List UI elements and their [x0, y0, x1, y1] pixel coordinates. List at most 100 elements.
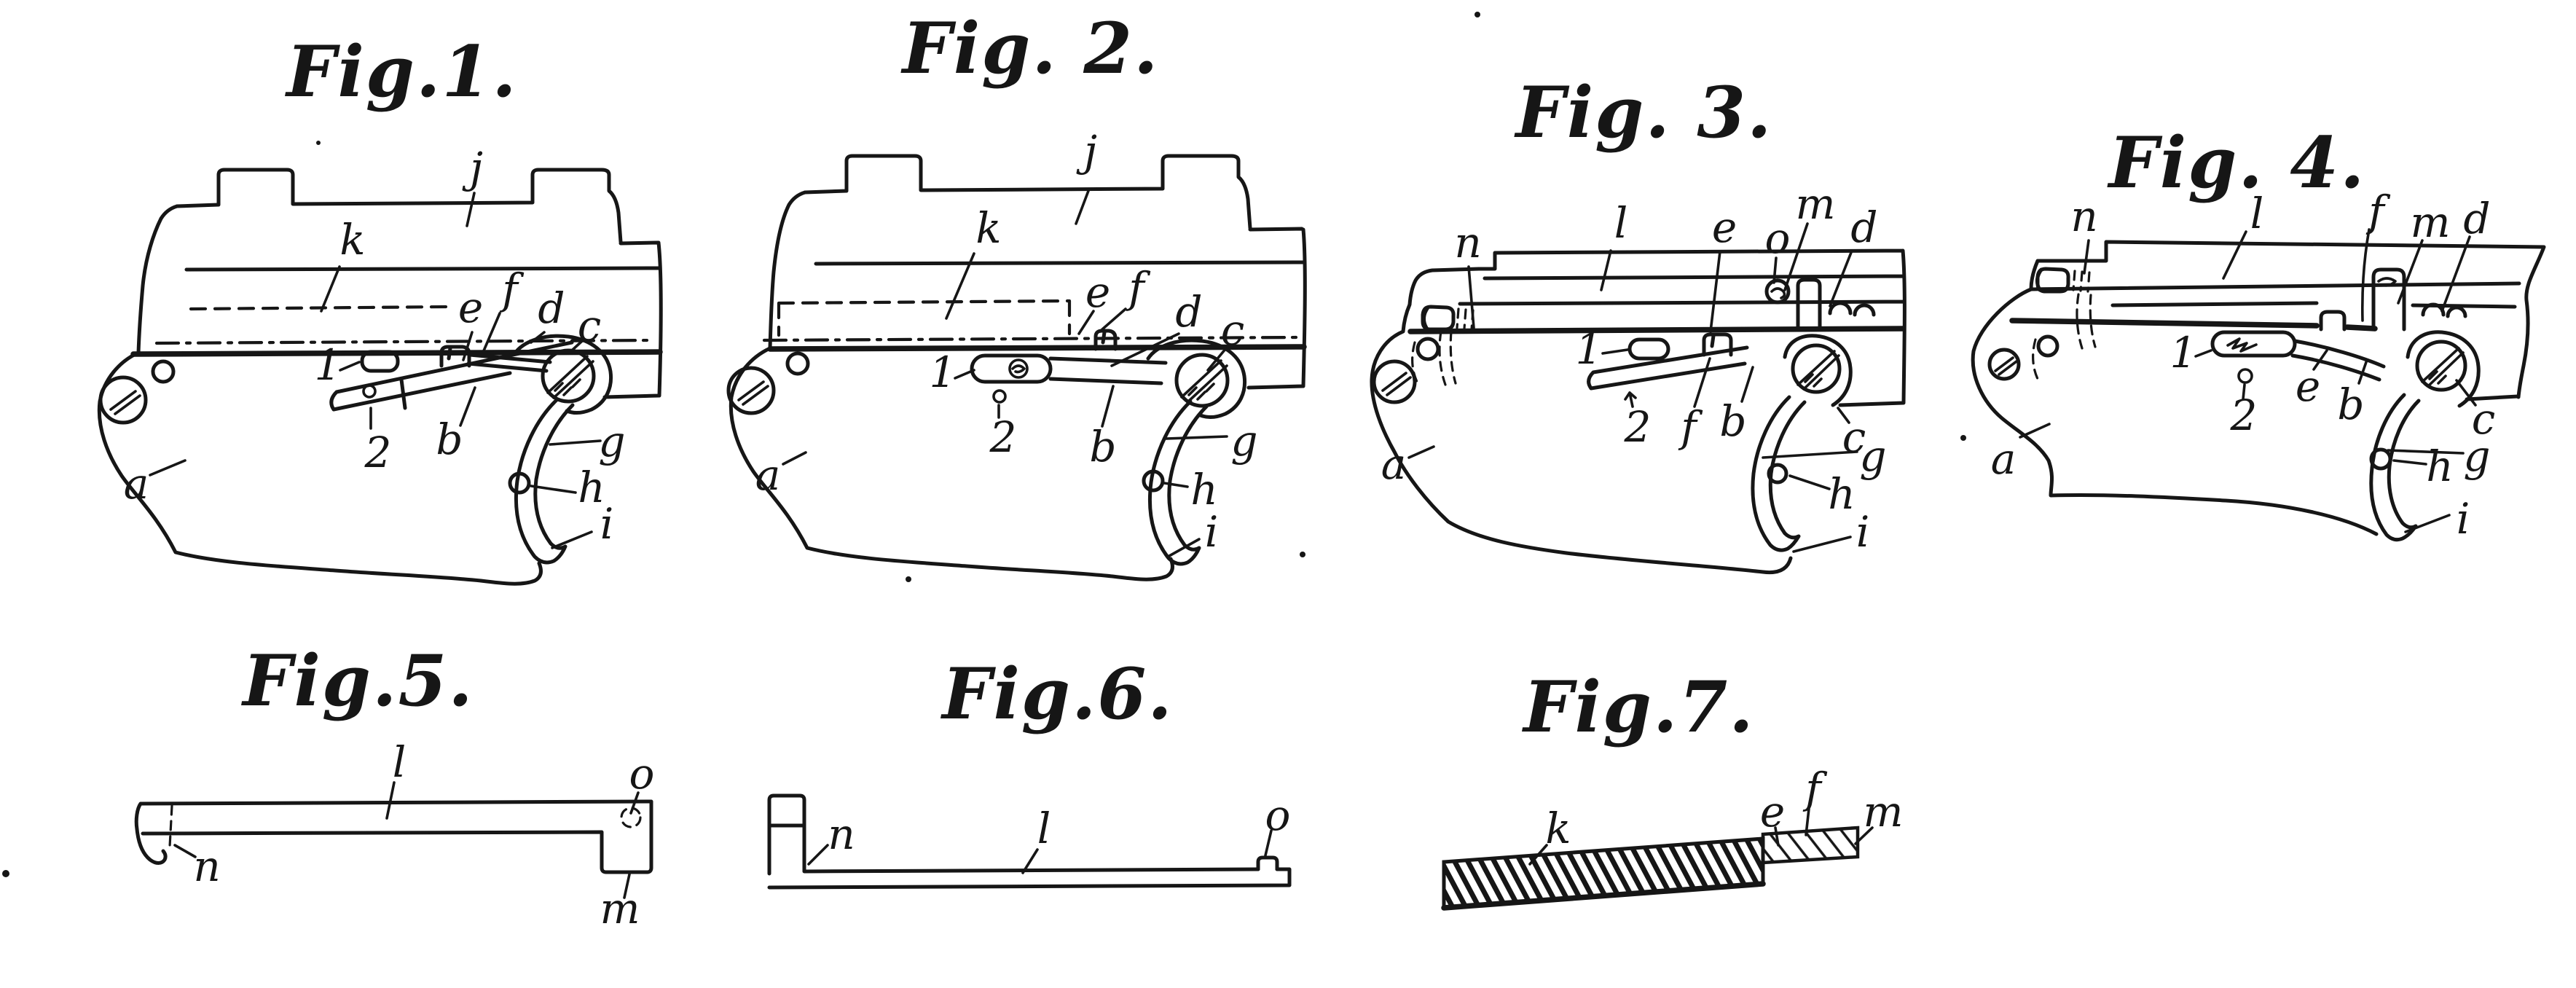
fig3-trigger-guard — [1751, 395, 1807, 552]
figure-3-labels: n l e o m d 1 2 f b a c g h i — [1381, 179, 1887, 557]
figure-6-title: Fig.6. — [940, 653, 1173, 735]
fig5-label-n: n — [193, 842, 220, 891]
fig1-screw-boss — [512, 334, 613, 415]
figure-1-labels: j k e f d c 1 2 b a g h i — [124, 143, 626, 549]
fig3-bumps-d — [1828, 301, 1876, 317]
fig3-label-h: h — [1828, 469, 1855, 519]
fig4-label-m: m — [2411, 197, 2451, 247]
fig4-label-l: l — [2250, 189, 2264, 238]
figure-5: Fig.5. l o n m — [134, 640, 654, 933]
fig2-label-j: j — [1076, 126, 1097, 176]
fig2-frame-outline — [729, 190, 1174, 581]
fig4-frame-line — [2009, 318, 2378, 332]
fig3-label-n: n — [1454, 218, 1481, 267]
figure-2-title: Fig. 2. — [900, 7, 1160, 90]
fig2-label-g: g — [1230, 416, 1257, 466]
ink-speck — [316, 141, 321, 145]
figure-6: Fig.6. n l o — [767, 653, 1292, 890]
fig2-label-e: e — [1085, 267, 1110, 317]
fig3-label-l: l — [1614, 198, 1628, 248]
fig5-label-o: o — [629, 749, 655, 799]
fig1-guard-pin — [508, 471, 531, 495]
fig4-block-m-squiggle — [2377, 277, 2397, 287]
fig3-pin-hole — [1415, 337, 1440, 361]
fig2-sear-block — [1093, 329, 1118, 351]
fig2-pin-hole — [785, 351, 810, 376]
fig4-left-screw-slot — [1994, 356, 2018, 376]
fig2-label-1: 1 — [930, 348, 957, 397]
fig2-screw-boss — [1146, 338, 1247, 419]
fig1-label-1: 1 — [315, 340, 342, 390]
fig4-pivot-screw-slot — [2421, 347, 2465, 388]
fig2-label-c: c — [1221, 305, 1244, 355]
fig1-label-i: i — [600, 499, 614, 549]
fig3-label-o: o — [1765, 213, 1791, 263]
fig5-leader-lines — [173, 781, 640, 899]
fig4-sear-block — [2319, 310, 2347, 332]
fig3-label-1: 1 — [1576, 324, 1603, 374]
fig6-stud-o — [1256, 855, 1279, 871]
fig1-label-h: h — [578, 463, 605, 512]
fig2-left-screw-icon — [726, 366, 776, 415]
fig2-label-i: i — [1205, 507, 1219, 557]
fig5-label-m: m — [600, 884, 640, 933]
fig2-pivot-screw-slot — [1180, 359, 1228, 404]
fig1-label-k: k — [339, 215, 365, 264]
fig3-slot-1 — [1627, 337, 1670, 361]
fig2-trigger-guard — [1147, 399, 1209, 566]
fig6-label-l: l — [1037, 804, 1051, 853]
fig1-left-screw-slot — [109, 390, 141, 415]
fig7-leader-lines — [1528, 807, 1874, 866]
fig2-label-a: a — [755, 450, 781, 500]
ink-speck — [1300, 552, 1305, 557]
figure-4-title: Fig. 4. — [2107, 122, 2366, 204]
fig1-label-f: f — [499, 264, 525, 314]
fig1-pin-hole — [151, 359, 176, 384]
fig4-slot-scribble — [2226, 337, 2258, 353]
fig1-label-j: j — [462, 143, 483, 192]
fig6-slide-bar — [767, 793, 1292, 890]
fig6-label-o: o — [1265, 791, 1291, 840]
fig4-leader-lines — [2019, 228, 2477, 533]
fig1-label-a: a — [124, 459, 149, 509]
figure-4-art — [1971, 228, 2546, 542]
fig5-label-l: l — [393, 737, 407, 787]
fig3-label-i: i — [1856, 507, 1870, 557]
fig2-slot-pivot — [1008, 358, 1029, 379]
fig1-frame-outline — [97, 204, 543, 586]
fig4-trigger-lever — [2290, 339, 2386, 382]
fig4-label-c: c — [2472, 394, 2495, 444]
fig4-label-a: a — [1991, 434, 2017, 484]
fig3-sear-block — [1702, 332, 1733, 357]
fig7-label-f: f — [1802, 764, 1828, 813]
scan-ink-specks — [2, 12, 1966, 877]
fig3-label-c: c — [1842, 412, 1866, 462]
fig4-guard-pin — [2369, 447, 2392, 471]
fig5-slide-bar — [134, 799, 653, 874]
fig3-screw-boss — [1783, 334, 1853, 407]
figure-1-art — [97, 168, 663, 586]
fig7-section-m — [1761, 826, 1860, 865]
fig1-label-b: b — [436, 415, 463, 464]
figure-5-labels: l o n m — [193, 737, 654, 933]
fig3-pivot-screw-slot — [1796, 350, 1840, 391]
fig1-upper-receiver — [175, 168, 663, 399]
fig2-axis-line — [762, 335, 1300, 342]
fig4-block-m — [2371, 267, 2406, 332]
fig3-label-b: b — [1719, 396, 1746, 446]
fig3-label-m: m — [1796, 179, 1836, 229]
fig2-slot-1 — [970, 353, 1053, 384]
fig3-label-2: 2 — [1624, 402, 1652, 452]
ink-speck — [1474, 12, 1480, 17]
fig2-trigger-bar — [1048, 356, 1168, 385]
fig2-leader-lines — [782, 189, 1228, 557]
fig2-hidden-channel — [777, 299, 1072, 337]
fig1-label-g: g — [598, 417, 625, 466]
figure-7: Fig.7. k e f m — [1441, 666, 1904, 911]
figure-5-art — [134, 781, 653, 899]
figure-2-art — [726, 154, 1307, 581]
fig1-label-e: e — [458, 283, 483, 332]
fig2-label-h: h — [1190, 465, 1217, 514]
figure-4-labels: n l f m d 1 2 e b a c g h i — [1991, 187, 2496, 544]
